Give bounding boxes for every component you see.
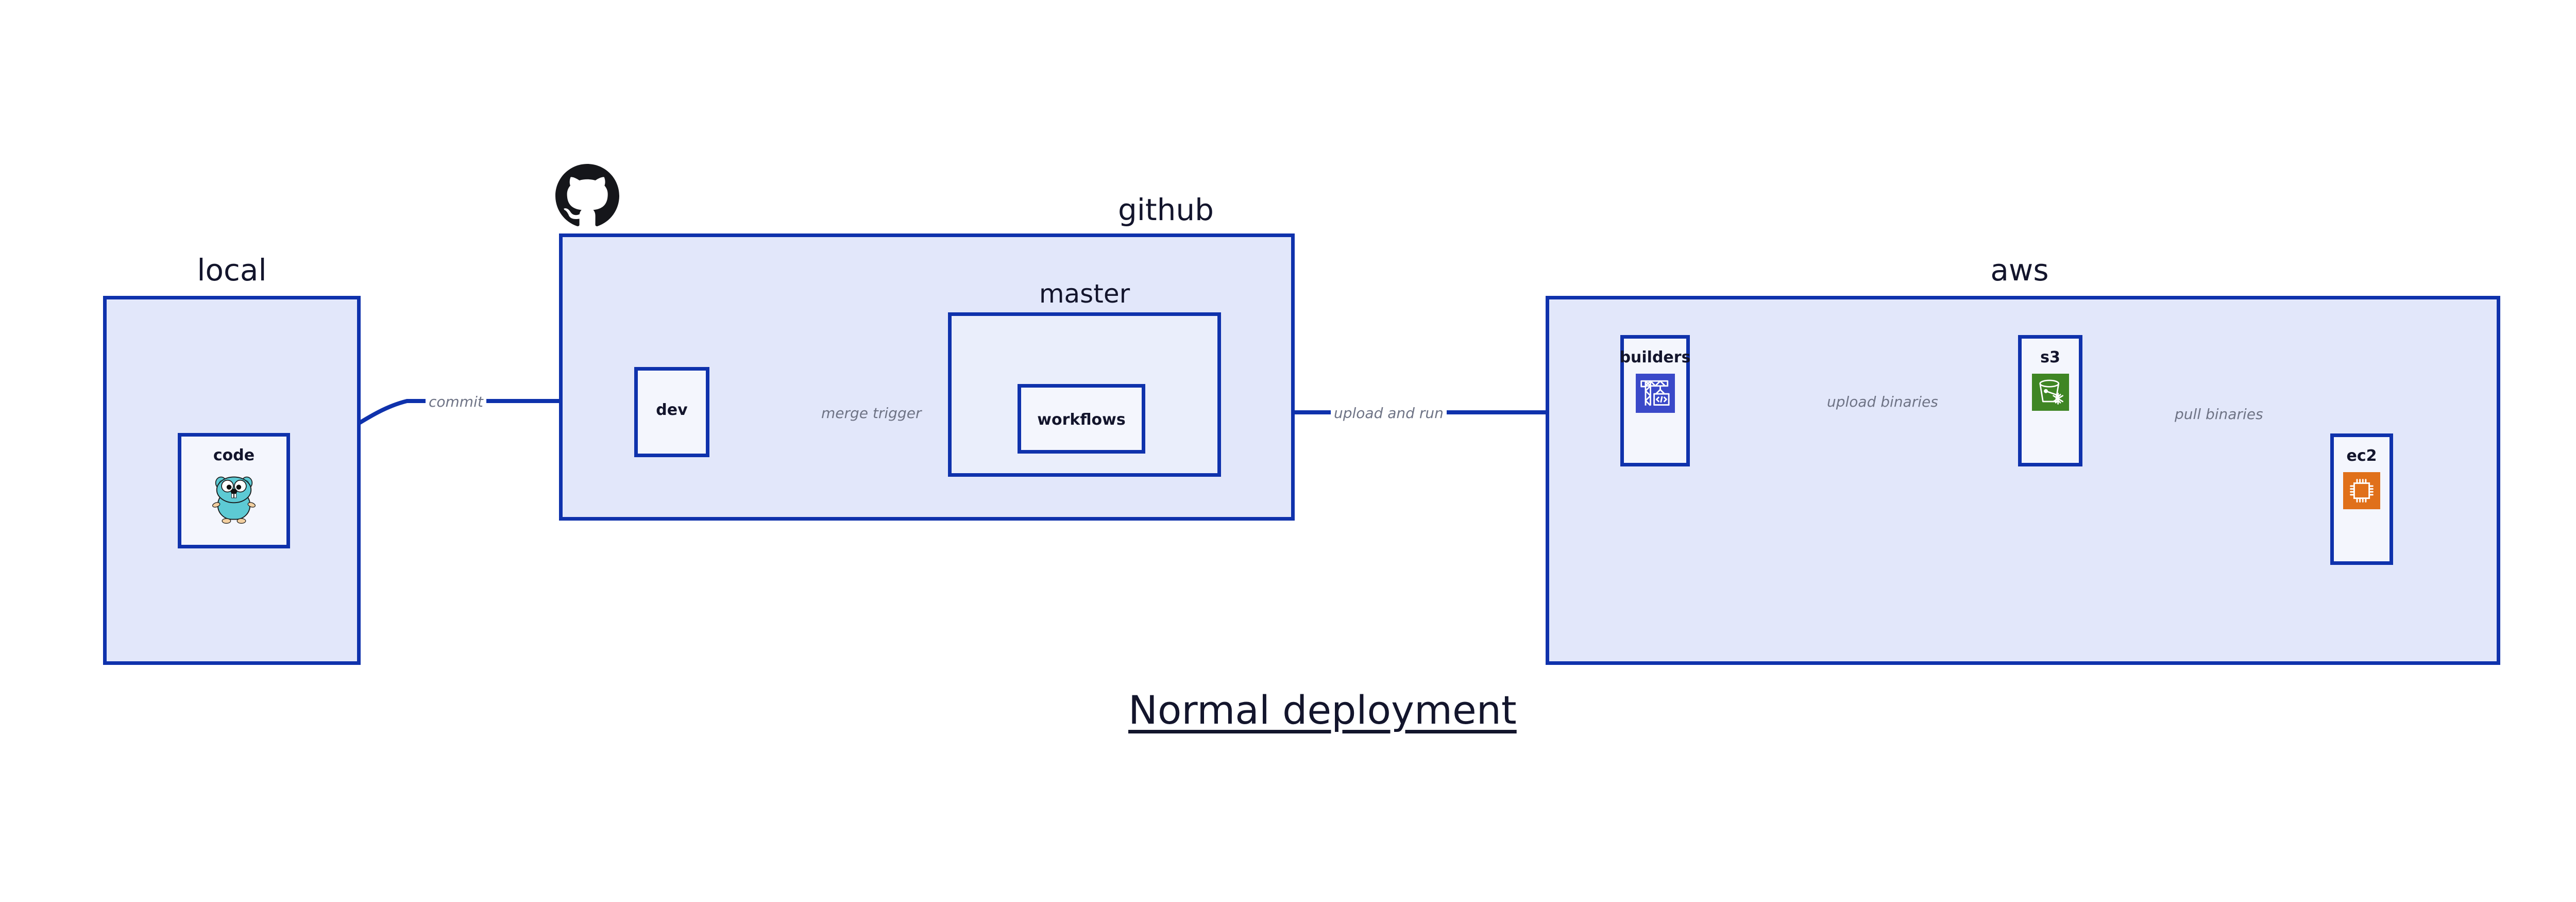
edge-label-pull-binaries: pull binaries: [2172, 406, 2266, 423]
aws-s3-glacier-bucket-icon: [2031, 374, 2069, 413]
edge-label-upload-and-run: upload and run: [1331, 405, 1447, 422]
edge-label-commit: commit: [426, 394, 486, 410]
group-title-github: github: [1117, 192, 1214, 227]
node-builders[interactable]: builders: [1620, 335, 1690, 466]
edge-label-upload-binaries: upload binaries: [1824, 394, 1941, 410]
node-ec2[interactable]: ec2: [2330, 433, 2393, 565]
group-title-local: local: [197, 253, 267, 288]
node-s3[interactable]: s3: [2018, 335, 2082, 466]
go-gopher-icon: [207, 472, 261, 525]
aws-ec2-chip-icon: [2343, 472, 2380, 511]
node-code-label: code: [213, 446, 255, 464]
aws-codebuild-crane-icon: [1635, 374, 1675, 415]
edge-label-merge-trigger: merge trigger: [818, 405, 925, 422]
node-builders-label: builders: [1619, 348, 1691, 366]
node-ec2-label: ec2: [2346, 447, 2377, 465]
node-workflows-label: workflows: [1037, 411, 1126, 429]
node-code[interactable]: code: [178, 433, 290, 548]
node-workflows[interactable]: workflows: [1018, 384, 1145, 454]
diagram-caption: Normal deployment: [1128, 687, 1517, 733]
node-dev-label: dev: [656, 401, 688, 419]
subgroup-title-master: master: [1039, 279, 1130, 309]
node-s3-label: s3: [2040, 348, 2060, 366]
group-title-aws: aws: [1990, 253, 2049, 288]
github-octocat-icon: [555, 164, 619, 230]
node-dev[interactable]: dev: [634, 367, 709, 457]
